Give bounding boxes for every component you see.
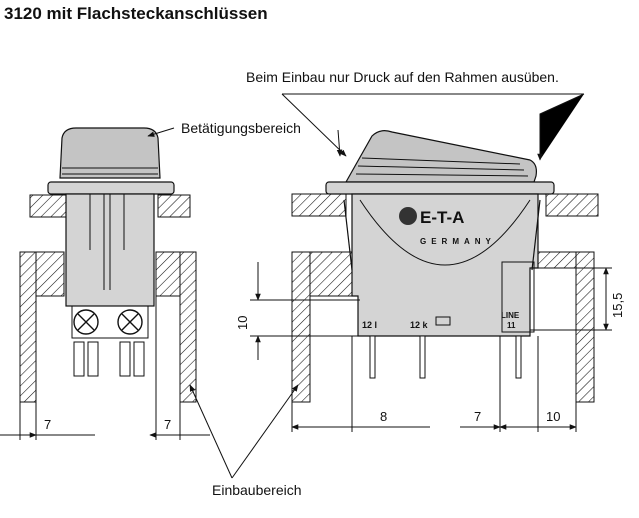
- dim-h10: 10: [235, 316, 250, 330]
- dim-left-7a: 7: [44, 417, 51, 432]
- left-plate-left: [29, 194, 69, 218]
- left-tab-1: [73, 341, 85, 377]
- dim-left-7b: 7: [164, 417, 171, 432]
- left-tab-4: [133, 341, 145, 377]
- brand-logo-ring: [399, 207, 417, 225]
- right-plate-right: [545, 193, 599, 217]
- right-frame-top-left: [309, 251, 353, 297]
- right-pin-3: [515, 335, 522, 379]
- left-view: [0, 127, 210, 440]
- left-frame-left-wall: [19, 251, 37, 403]
- right-plate-left: [291, 193, 347, 217]
- dim-8: 8: [380, 409, 387, 424]
- terminal-line: LINE: [501, 311, 520, 320]
- brand-country: GERMANY: [420, 237, 496, 246]
- right-flange: [325, 181, 555, 195]
- dim-h15-5: 15,5: [610, 293, 625, 318]
- right-pin-2: [419, 335, 426, 379]
- dim-10: 10: [546, 409, 560, 424]
- left-frame-top-left: [35, 251, 65, 297]
- right-frame-top-right: [537, 251, 577, 269]
- terminal-12k: 12 k: [410, 320, 429, 330]
- right-view: [147, 93, 612, 479]
- left-tab-3: [119, 341, 131, 377]
- right-frame-right-wall: [575, 251, 595, 403]
- terminal-12l: 12 l: [362, 320, 377, 330]
- terminal-11: 11: [507, 321, 516, 330]
- mounting-label: Einbaubereich: [212, 482, 302, 498]
- actuation-label: Betätigungsbereich: [181, 120, 301, 136]
- left-frame-top-right: [155, 251, 181, 297]
- right-frame-left-wall: [291, 251, 311, 403]
- right-pin-1: [369, 335, 376, 379]
- dim-7: 7: [474, 409, 481, 424]
- left-tab-2: [87, 341, 99, 377]
- left-flange: [47, 181, 175, 195]
- diagram-title: 3120 mit Flachsteckanschlüssen: [4, 4, 268, 23]
- left-cap: [59, 127, 161, 179]
- left-frame-right-wall: [179, 251, 197, 403]
- brand-logo-text: E-T-A: [420, 208, 464, 227]
- left-plate-right: [157, 194, 191, 218]
- press-note: Beim Einbau nur Druck auf den Rahmen aus…: [246, 69, 559, 85]
